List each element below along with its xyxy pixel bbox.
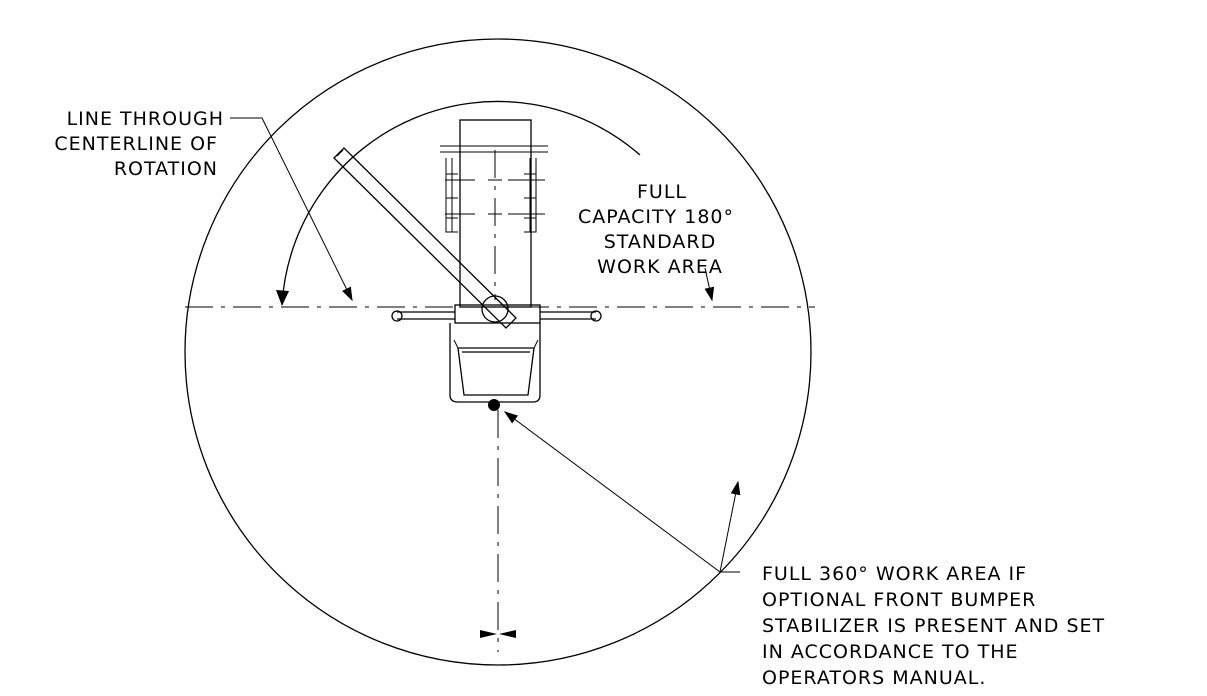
full360-label-line2: OPTIONAL FRONT BUMPER [762, 589, 1036, 611]
rotation-center [481, 295, 509, 323]
full360-label-line4: IN ACCORDANCE TO THE [762, 641, 1019, 663]
capacity-label-line2: CAPACITY 180° [578, 206, 734, 228]
front-stabilizer-point [488, 399, 500, 411]
centerline-leader [230, 117, 353, 302]
capacity-leader [704, 267, 715, 302]
capacity-label-line1: FULL [637, 181, 687, 203]
truck-body [440, 119, 548, 308]
full360-label-line5: OPERATORS MANUAL. [762, 667, 986, 689]
centerline-label-line2: CENTERLINE OF [54, 133, 218, 155]
truck-cab [449, 323, 541, 403]
outriggers [391, 310, 602, 322]
crane-boom [333, 147, 517, 329]
full360-leader-to-circle [719, 480, 741, 573]
standard-work-area-arc [281, 100, 641, 306]
arc-arrowhead-left [276, 290, 289, 306]
capacity-label-line3: STANDARD [604, 231, 717, 253]
full360-label-line1: FULL 360° WORK AREA IF [762, 563, 1027, 585]
full360-label-line3: STABILIZER IS PRESENT AND SET [762, 615, 1105, 637]
outer-work-area-circle [184, 38, 812, 666]
capacity-label-line4: WORK AREA [597, 256, 723, 278]
turret-base [454, 304, 541, 324]
bottom-arrow-left [480, 630, 497, 638]
centerline-label-line1: LINE THROUGH [67, 108, 224, 130]
centerline-label-line3: ROTATION [114, 158, 218, 180]
bottom-arrow-right [499, 630, 516, 638]
full360-leader-to-point [503, 411, 740, 573]
